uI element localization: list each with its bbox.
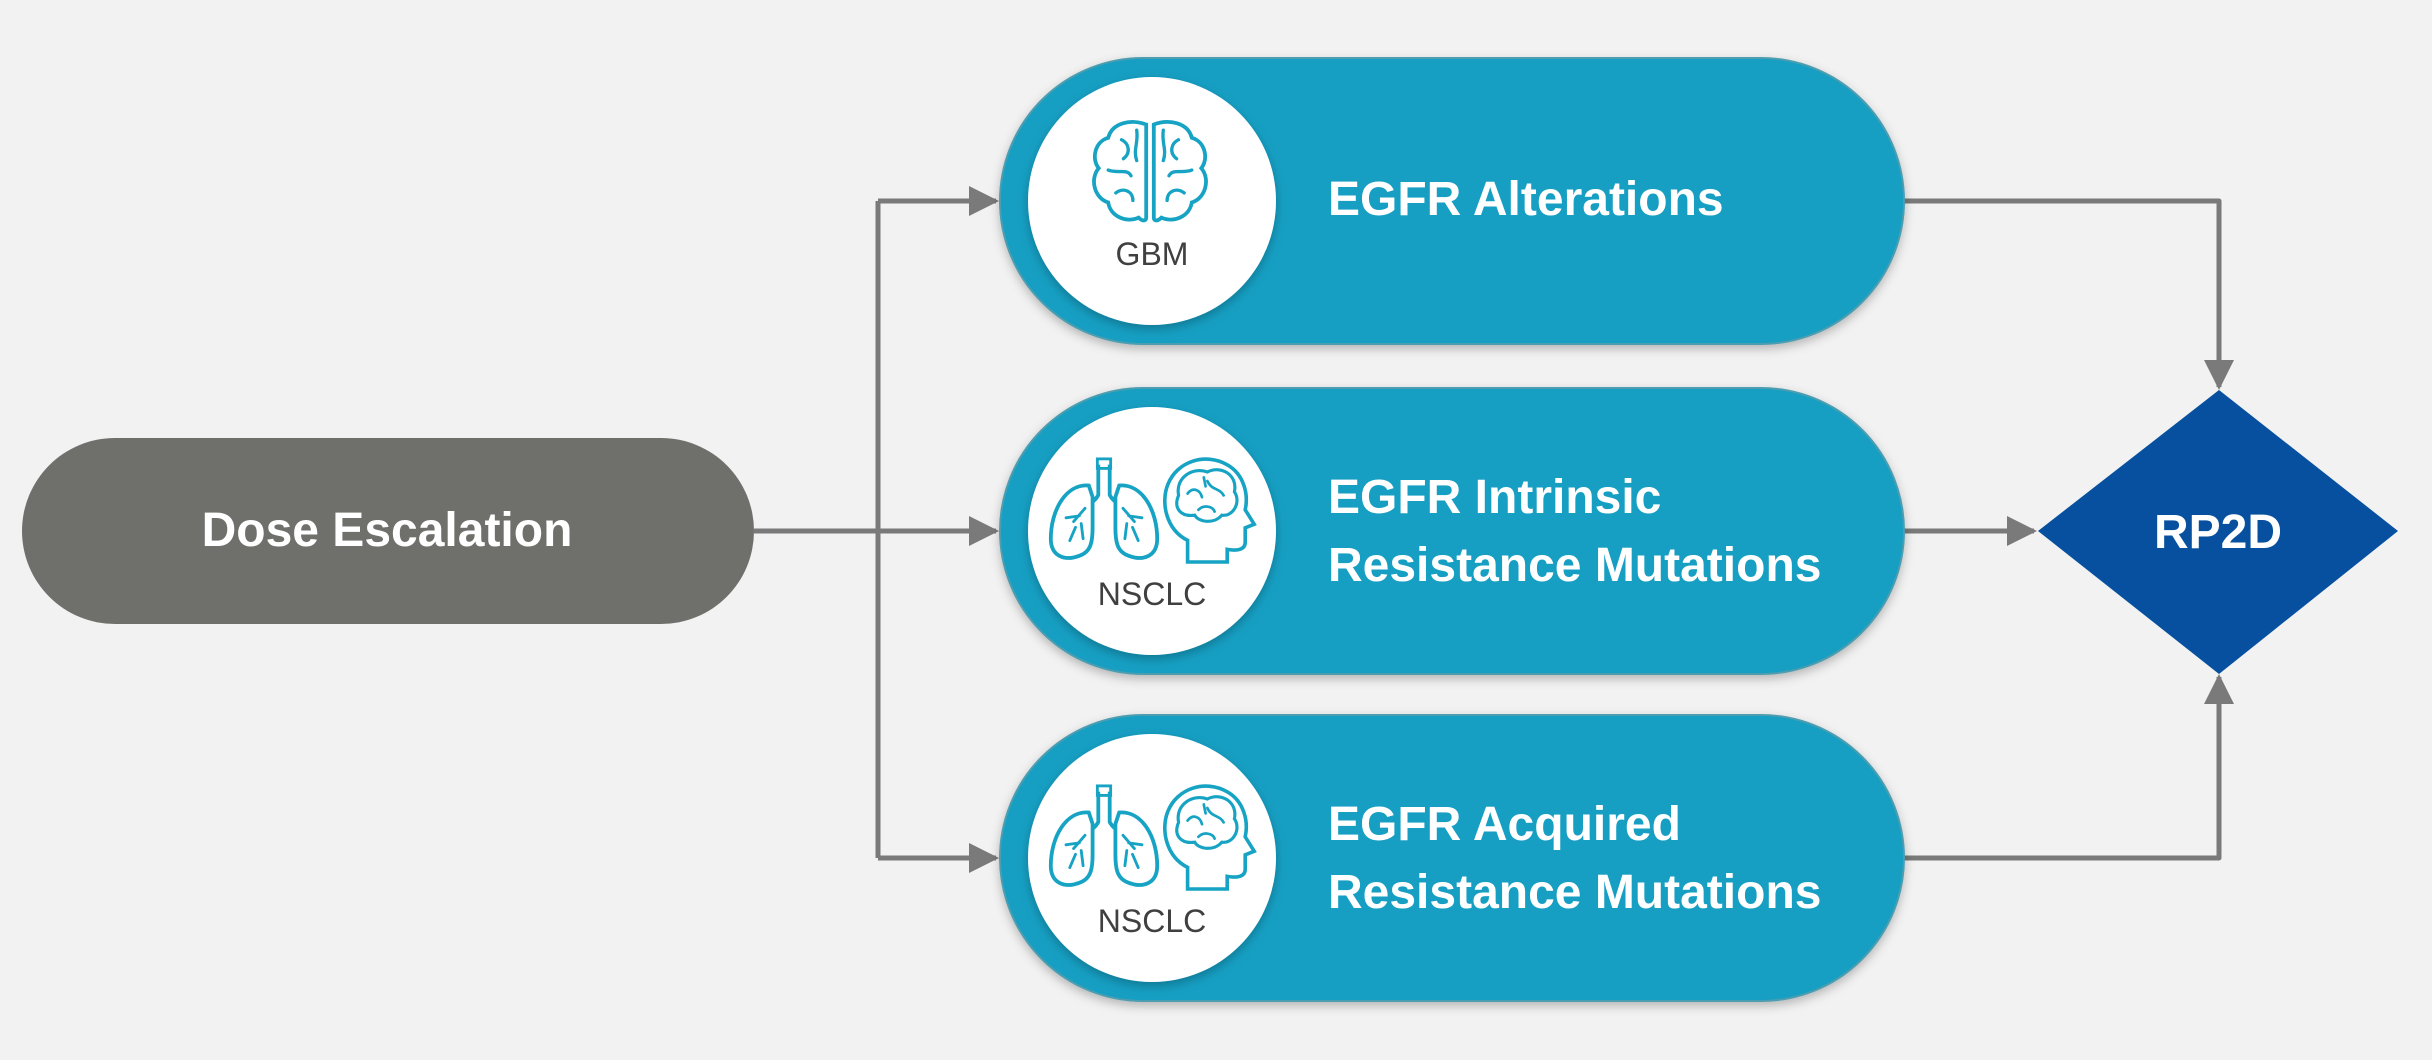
row-1-title: EGFR Alterations: [1328, 166, 1928, 234]
row-1-title-line-1: EGFR Alterations: [1328, 173, 1724, 226]
connector-row-3-to-end: [1904, 674, 2234, 861]
start-node-label: Dose Escalation: [201, 503, 573, 557]
end-decision-node: [2038, 390, 2398, 674]
row-3-icon-caption: NSCLC: [1097, 903, 1207, 939]
row-pill-1: [999, 57, 1905, 345]
row-1-icon-caption: GBM: [1115, 236, 1189, 272]
row-3-title-line-1: EGFR Acquired: [1328, 798, 1681, 851]
row-3-title-line-2: Resistance Mutations: [1328, 866, 1822, 919]
connectors: [754, 186, 2234, 873]
row-2-title-line-1: EGFR Intrinsic: [1328, 471, 1662, 524]
row-pill-3: [999, 714, 1905, 1002]
row-2-title: EGFR Intrinsic Resistance Mutations: [1328, 464, 1928, 600]
row-2-icon-caption: NSCLC: [1097, 576, 1207, 612]
connector-row-1-to-end: [1904, 198, 2234, 390]
row-2-title-line-2: Resistance Mutations: [1328, 539, 1822, 592]
row-3-title: EGFR Acquired Resistance Mutations: [1328, 791, 1928, 927]
start-node: [22, 438, 754, 624]
row-pill-2: [999, 387, 1905, 675]
end-node-label: RP2D: [2153, 505, 2283, 559]
